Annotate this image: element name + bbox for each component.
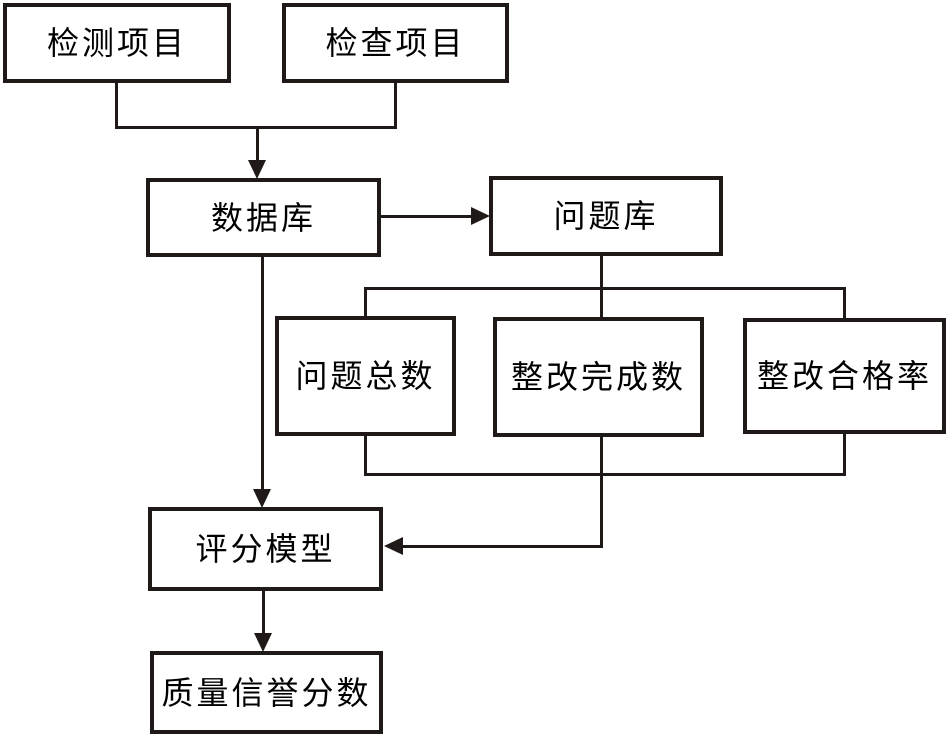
node-rectification-rate: 整改合格率: [743, 318, 946, 434]
connector-database-to-scoring-model: [261, 256, 264, 492]
connector-branch-horizontal: [364, 287, 846, 290]
node-rectification-done: 整改完成数: [493, 317, 704, 437]
node-rectification-done-label: 整改完成数: [510, 358, 686, 396]
connector-scoring-model-down: [262, 590, 265, 635]
arrowhead-right-problem-library-icon: [471, 207, 490, 225]
connector-problem-total-down: [364, 435, 367, 476]
connector-branch-to-rectification-rate: [843, 287, 846, 319]
node-scoring-model: 评分模型: [148, 507, 383, 591]
connector-rectification-rate-down: [843, 433, 846, 476]
connector-branch-to-rectification-done: [600, 287, 603, 318]
node-quality-score-label: 质量信誉分数: [161, 673, 372, 712]
connector-problem-library-down: [600, 256, 603, 290]
arrowhead-down-scoring-model-icon: [253, 489, 271, 508]
node-database: 数据库: [146, 178, 381, 257]
node-detection-project-label: 检测项目: [46, 24, 187, 62]
connector-branch-to-problem-total: [364, 287, 367, 317]
connector-inspection-down: [394, 83, 397, 129]
node-inspection-project-label: 检查项目: [325, 24, 466, 62]
node-problem-total: 问题总数: [275, 316, 456, 436]
node-database-label: 数据库: [210, 198, 316, 237]
connector-detection-down: [115, 83, 118, 129]
arrowhead-left-scoring-model-icon: [384, 537, 403, 555]
node-inspection-project: 检查项目: [282, 3, 509, 83]
connector-merge-to-database: [256, 126, 259, 164]
node-rectification-rate-label: 整改合格率: [756, 357, 932, 395]
node-scoring-model-label: 评分模型: [195, 530, 336, 568]
arrowhead-down-database-icon: [248, 160, 266, 179]
connector-collector-down: [600, 436, 603, 548]
connector-database-to-problem-library: [381, 215, 473, 218]
connector-collector-to-scoring-model: [399, 545, 603, 548]
node-problem-library-label: 问题库: [553, 197, 659, 235]
node-problem-library: 问题库: [489, 176, 723, 256]
arrowhead-down-quality-score-icon: [254, 633, 272, 652]
node-problem-total-label: 问题总数: [295, 357, 436, 395]
node-quality-score: 质量信誉分数: [150, 651, 383, 734]
node-detection-project: 检测项目: [3, 3, 231, 83]
connector-collector-horizontal: [364, 473, 846, 476]
